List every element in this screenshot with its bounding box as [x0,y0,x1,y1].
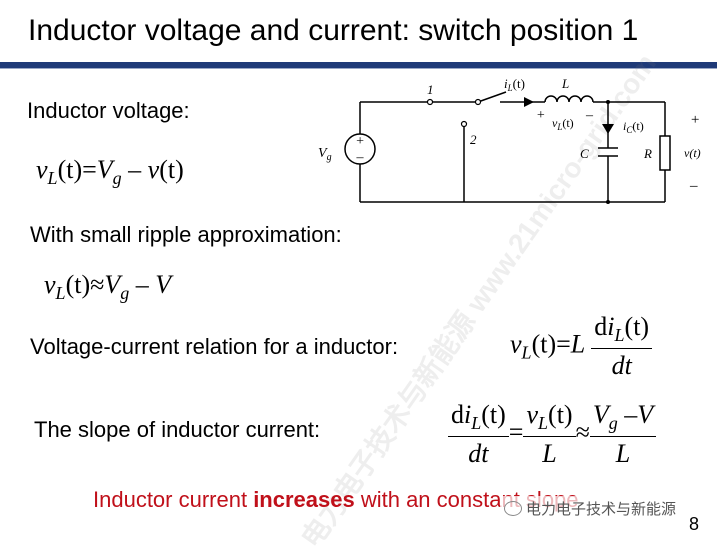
title-divider [0,62,717,69]
output-voltage-label: v(t) [684,146,701,160]
source-minus: – [356,150,365,165]
equation-vi-relation: vL(t)=L diL(t)dt [510,312,653,381]
page-number: 8 [689,514,700,534]
output-plus: + [690,112,700,128]
current-arrow-ic [602,124,614,134]
resistor-symbol [659,135,671,171]
vl-plus: + [536,108,545,123]
inductor-label: L [561,76,569,91]
output-minus: – [689,178,698,194]
buck-circuit-diagram: + – 1 2 iL(t) L + vL(t) – iC(t) C R Vg +… [318,76,701,204]
label-small-ripple: With small ripple approximation: [30,222,342,247]
switch-pos-1-label: 1 [427,82,434,97]
vl-label: vL(t) [552,116,574,132]
equation-inductor-voltage: vL(t)=Vg – v(t) [36,155,184,188]
resistor-label: R [643,146,652,161]
il-label: iL(t) [504,76,525,93]
equation-small-ripple: vL(t)≈Vg – V [44,270,172,303]
voltage-source-symbol [344,133,376,165]
source-plus: + [355,134,364,149]
current-arrow-il [524,97,534,107]
vl-minus: – [585,108,594,123]
page-title: Inductor voltage and current: switch pos… [28,14,639,47]
inductor-symbol [544,95,594,103]
ic-label: iC(t) [623,119,644,135]
label-slope: The slope of inductor current: [34,417,321,442]
label-inductor-voltage: Inductor voltage: [27,98,190,123]
source-label: Vg [318,146,332,163]
brand-watermark: 电力电子技术与新能源 [500,496,681,521]
wechat-icon [504,501,522,516]
switch-blade [477,91,507,103]
switch-pos-2-label: 2 [470,132,477,147]
label-vi-relation: Voltage-current relation for a inductor: [30,334,399,359]
capacitor-label: C [580,146,589,161]
